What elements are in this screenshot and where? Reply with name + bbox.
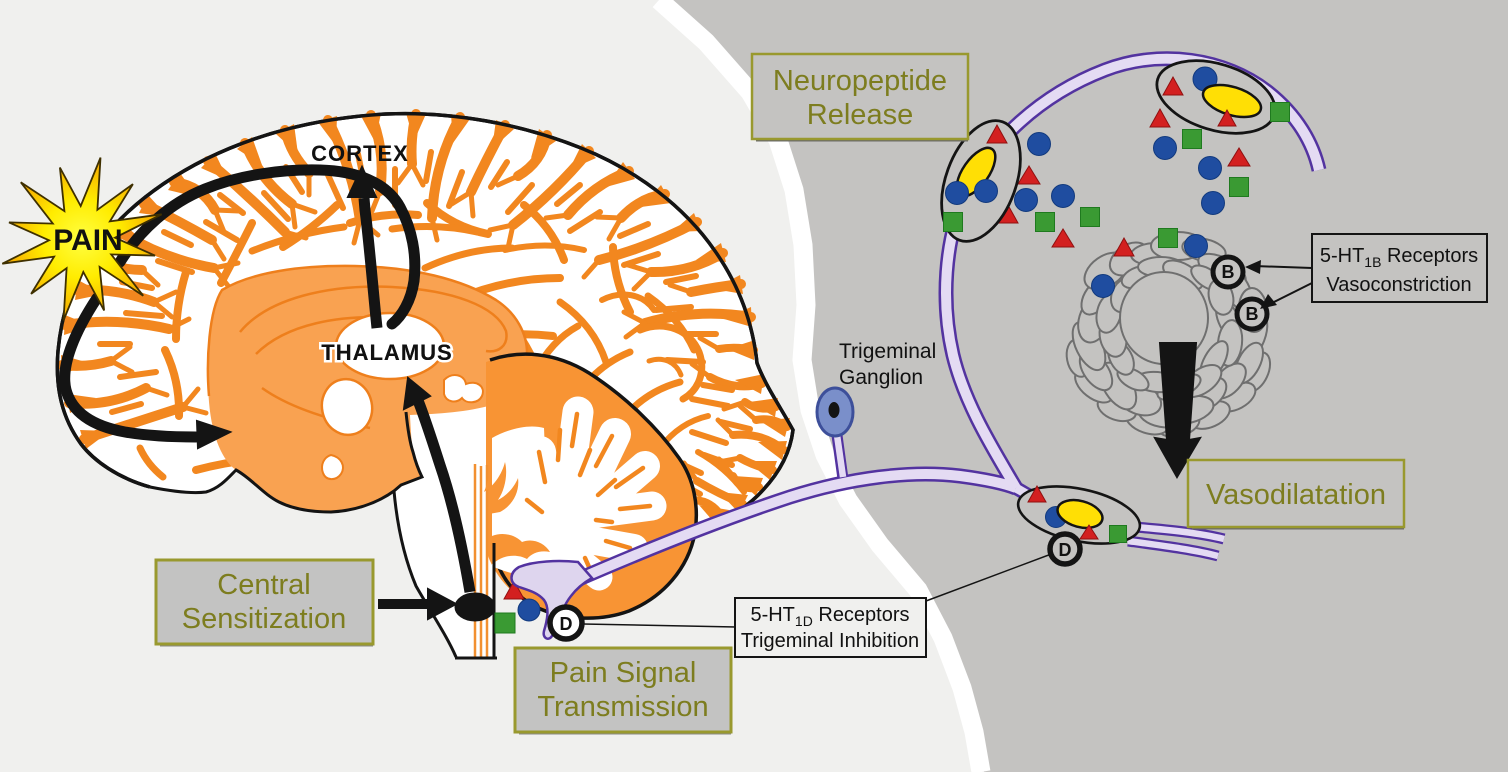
svg-text:THALAMUS: THALAMUS: [321, 340, 452, 365]
svg-text:Vasodilatation: Vasodilatation: [1206, 479, 1386, 511]
svg-text:5-HT1D Receptors: 5-HT1D Receptors: [750, 604, 909, 629]
svg-text:B: B: [1222, 262, 1235, 282]
svg-text:Vasoconstriction: Vasoconstriction: [1326, 274, 1471, 296]
svg-text:Sensitization: Sensitization: [182, 603, 346, 635]
svg-text:THALAMUS: THALAMUS: [321, 340, 452, 365]
svg-text:D: D: [1059, 540, 1072, 560]
svg-text:Neuropeptide: Neuropeptide: [773, 65, 947, 97]
svg-text:D: D: [560, 614, 573, 634]
svg-text:PAIN: PAIN: [53, 224, 122, 257]
svg-text:5-HT1B Receptors: 5-HT1B Receptors: [1320, 245, 1478, 270]
svg-text:Pain Signal: Pain Signal: [550, 657, 697, 689]
svg-text:Transmission: Transmission: [537, 691, 708, 723]
svg-text:Trigeminal Inhibition: Trigeminal Inhibition: [741, 630, 919, 652]
svg-text:Release: Release: [807, 99, 913, 131]
svg-text:Ganglion: Ganglion: [839, 366, 923, 389]
svg-text:CORTEX: CORTEX: [311, 141, 409, 166]
svg-text:Trigeminal: Trigeminal: [839, 340, 936, 363]
svg-text:Central: Central: [217, 569, 311, 601]
svg-text:B: B: [1246, 304, 1259, 324]
